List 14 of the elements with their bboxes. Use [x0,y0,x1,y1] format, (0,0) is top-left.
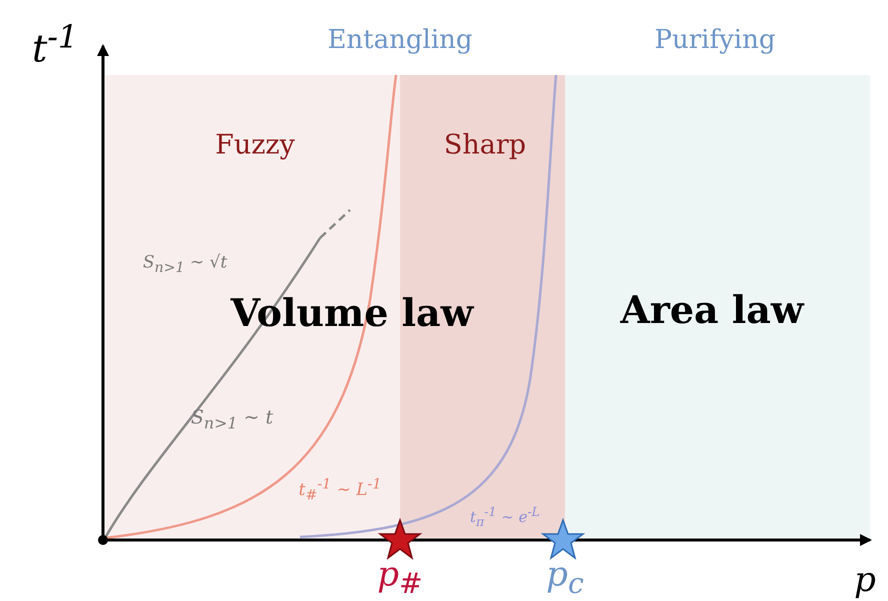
critical-point-label: p$_{#}$ [377,557,423,599]
formula-label: t$_{π}$$^{-1}$ ∼ e$^{-L}$ [470,506,540,528]
phase-label: Volume law [230,294,474,332]
region-title: Sharp [444,132,526,158]
axis-label: p [854,563,876,597]
formula-label: S$_{n>1}$ ∼ t [190,408,274,432]
formula-label: S$_{n>1}$ ∼ √t [142,254,228,276]
formula-label: t$_{#}$$^{-1}$ ∼ L$^{-1}$ [298,477,382,503]
region-title: Purifying [654,27,776,53]
axis-label: t$^{-1}$ [32,22,78,68]
region-title: Fuzzy [215,132,295,158]
phase-label: Area law [620,291,804,329]
region-title: Entangling [327,27,473,53]
critical-point-label: p$_{c}$ [546,557,584,599]
